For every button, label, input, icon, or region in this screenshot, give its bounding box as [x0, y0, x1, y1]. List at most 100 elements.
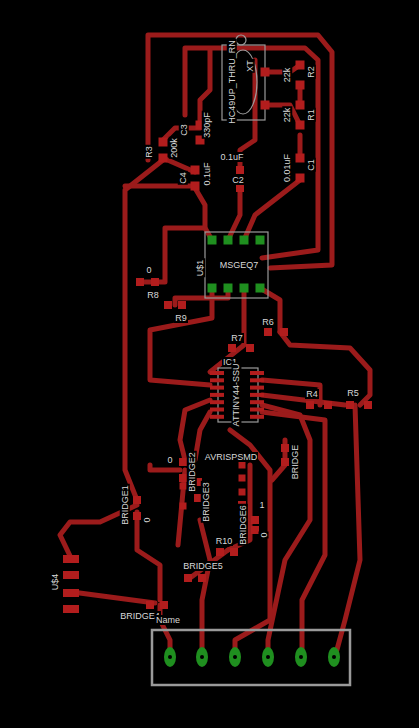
- pad: [159, 138, 168, 147]
- smd-pad: [250, 400, 264, 404]
- part-label: 0: [145, 265, 152, 275]
- part-label: ATTINY44-SSU: [231, 363, 241, 428]
- pad: [296, 81, 305, 90]
- pad: [180, 503, 187, 510]
- pad: [256, 284, 265, 293]
- pad: [191, 182, 200, 191]
- part-label: 1: [258, 500, 265, 510]
- part-label: BRIDGE: [290, 444, 300, 481]
- part-label: 0.1uF: [219, 152, 244, 162]
- header-pad: [164, 647, 176, 667]
- smd-pad: [210, 415, 224, 419]
- pad: [239, 462, 246, 469]
- pad: [240, 236, 249, 245]
- part-label: 200k: [169, 137, 179, 159]
- part-label: C3: [179, 123, 189, 137]
- pad: [136, 278, 144, 286]
- pad: [261, 101, 270, 110]
- pad: [208, 236, 217, 245]
- smd-pad: [250, 371, 264, 375]
- pad: [180, 483, 187, 490]
- part-label: R5: [346, 388, 360, 398]
- part-label: C4: [178, 171, 188, 185]
- pad: [296, 174, 305, 183]
- pad: [224, 284, 233, 293]
- pad: [296, 121, 305, 130]
- header-pad: [196, 647, 208, 667]
- part-label: Name: [155, 615, 181, 625]
- pad: [198, 574, 206, 582]
- smd-pad: [250, 415, 264, 419]
- smd-pad: [210, 400, 224, 404]
- pad: [208, 284, 217, 293]
- part-outlines: [152, 35, 350, 685]
- pads: [63, 61, 372, 668]
- pad: [178, 301, 186, 309]
- pad: [184, 574, 192, 582]
- copper-traces: [60, 35, 370, 657]
- drill-hole: [233, 655, 237, 659]
- part-label: 0: [142, 516, 152, 523]
- smd-pad: [210, 371, 224, 375]
- part-label: 0.01uF: [282, 153, 292, 183]
- part-label: BRIDGE5: [182, 561, 224, 571]
- pad: [296, 101, 305, 110]
- part-label: 22k: [282, 107, 292, 124]
- pad: [264, 328, 272, 336]
- part-label: R8: [146, 290, 160, 300]
- pad: [146, 601, 154, 609]
- pad: [239, 489, 246, 496]
- pad: [324, 401, 332, 409]
- pad: [280, 328, 288, 336]
- drill-hole: [200, 655, 204, 659]
- pad: [256, 236, 265, 245]
- part-label: R4: [305, 389, 319, 399]
- part-label: MSGEQ7: [219, 260, 260, 270]
- pad: [230, 548, 238, 556]
- header-pad: [262, 647, 274, 667]
- drill-hole: [332, 655, 336, 659]
- pad: [296, 61, 305, 70]
- part-label: BRIDGE6: [238, 504, 248, 546]
- part-label: AVRISPSMD: [204, 452, 258, 462]
- smd-pad: [210, 393, 224, 397]
- part-label: U$1: [195, 259, 205, 278]
- smd-pad: [63, 555, 79, 563]
- part-label: R2: [306, 65, 316, 79]
- pad: [236, 184, 244, 192]
- smd-pad: [63, 605, 79, 613]
- part-label: R7: [230, 333, 244, 343]
- smd-pad: [210, 386, 224, 390]
- pad: [251, 516, 259, 524]
- drill-hole: [266, 655, 270, 659]
- pad: [296, 154, 305, 163]
- pad: [133, 512, 141, 520]
- smd-pad: [63, 571, 79, 579]
- pad: [346, 401, 354, 409]
- part-label: R1: [306, 108, 316, 122]
- part-label: R3: [144, 145, 154, 159]
- pad: [216, 548, 224, 556]
- drill-hole: [168, 655, 172, 659]
- smd-pad: [250, 393, 264, 397]
- part-label: 0.1uF: [202, 161, 212, 186]
- part-label: U$4: [50, 573, 60, 592]
- pad: [240, 284, 249, 293]
- pad: [261, 68, 270, 77]
- part-label: XT: [245, 59, 255, 73]
- pad: [191, 166, 200, 175]
- part-label: 0: [166, 455, 173, 465]
- part-label: R6: [261, 317, 275, 327]
- pad: [281, 458, 289, 466]
- pad: [281, 444, 289, 452]
- part-label: R9: [174, 313, 188, 323]
- pad: [239, 475, 246, 482]
- pad: [133, 496, 141, 504]
- part-label: 22k: [282, 67, 292, 84]
- pad: [236, 166, 244, 174]
- part-label: BRIDGE1: [120, 484, 130, 526]
- pad: [228, 344, 236, 352]
- pad: [160, 601, 168, 609]
- pad: [364, 401, 372, 409]
